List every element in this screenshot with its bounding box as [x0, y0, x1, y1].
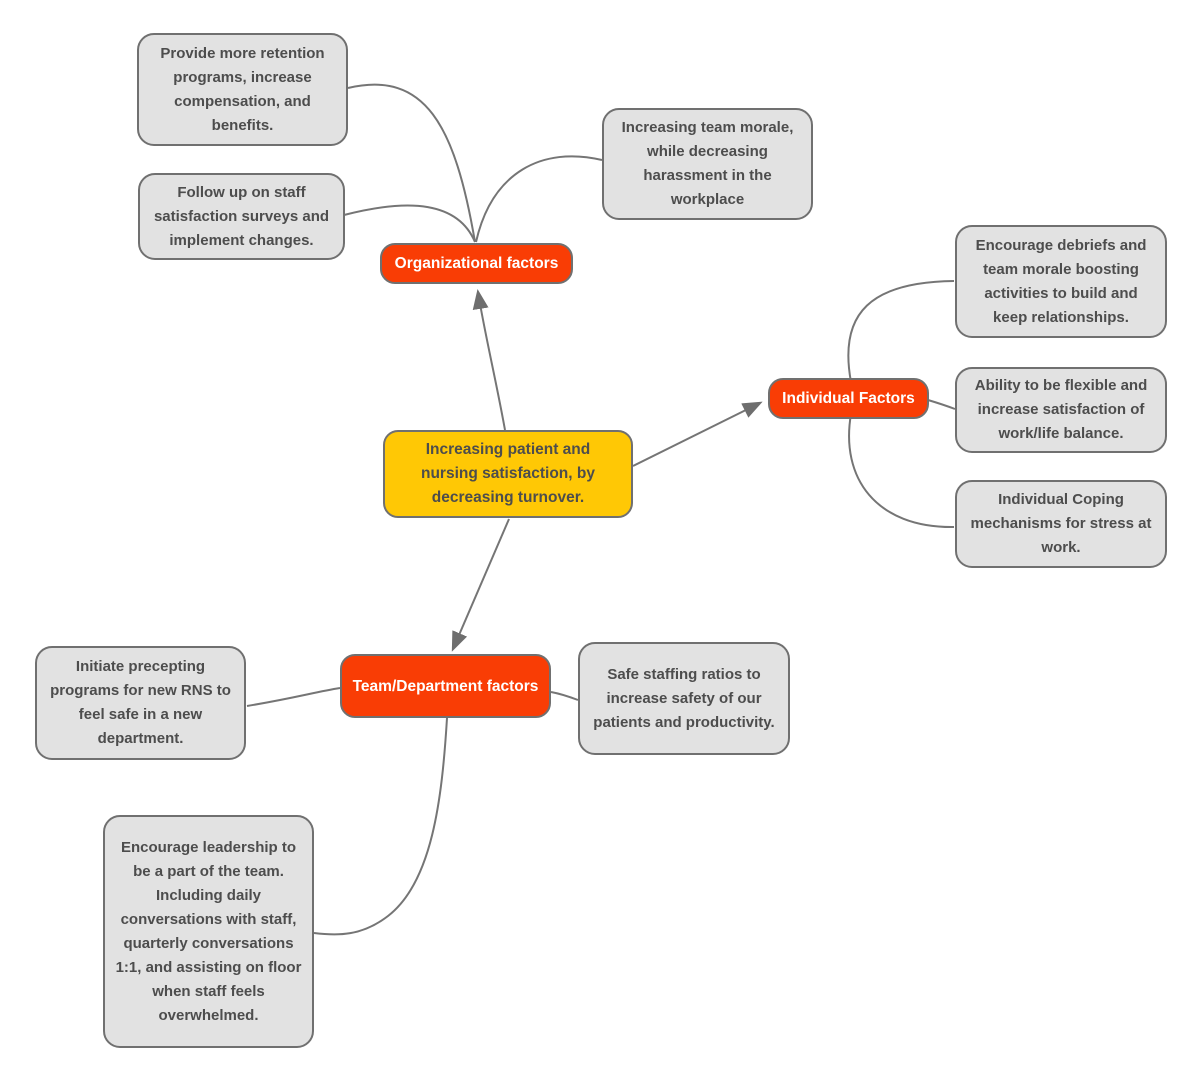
edge-central-to-team [451, 518, 510, 652]
node-branch-individual-factors: Individual Factors [768, 378, 929, 419]
node-leaf-retention-programs: Provide more retention programs, increas… [137, 33, 348, 146]
edge-central-to-individual [632, 401, 763, 467]
node-branch-organizational-factors: Organizational factors [380, 243, 573, 284]
node-leaf-precepting-programs: Initiate precepting programs for new RNS… [35, 646, 246, 760]
edge-followup-to-organizational [343, 204, 476, 243]
edge-individual-to-debriefs [847, 280, 955, 383]
node-branch-team-department-factors: Team/Department factors [340, 654, 551, 718]
edge-team-to-staffing [550, 691, 579, 701]
edge-team-to-leadership [313, 717, 448, 936]
node-leaf-satisfaction-surveys: Follow up on staff satisfaction surveys … [138, 173, 345, 260]
node-leaf-debriefs-morale-boosting: Encourage debriefs and team morale boost… [955, 225, 1167, 338]
node-leaf-flexible-work-life-balance: Ability to be flexible and increase sati… [955, 367, 1167, 453]
edge-morale-to-organizational [475, 155, 603, 243]
edge-precepting-to-team [246, 687, 341, 707]
node-leaf-safe-staffing-ratios: Safe staffing ratios to increase safety … [578, 642, 790, 755]
edge-retention-to-organizational [347, 83, 476, 243]
node-leaf-coping-mechanisms: Individual Coping mechanisms for stress … [955, 480, 1167, 568]
edge-individual-to-flexible [927, 399, 956, 410]
node-leaf-team-morale-harassment: Increasing team morale, while decreasing… [602, 108, 813, 220]
node-central-topic: Increasing patient and nursing satisfact… [383, 430, 633, 518]
node-leaf-leadership-part-of-team: Encourage leadership to be a part of the… [103, 815, 314, 1048]
edge-individual-to-coping [848, 413, 955, 529]
edge-central-to-organizational [472, 289, 506, 431]
